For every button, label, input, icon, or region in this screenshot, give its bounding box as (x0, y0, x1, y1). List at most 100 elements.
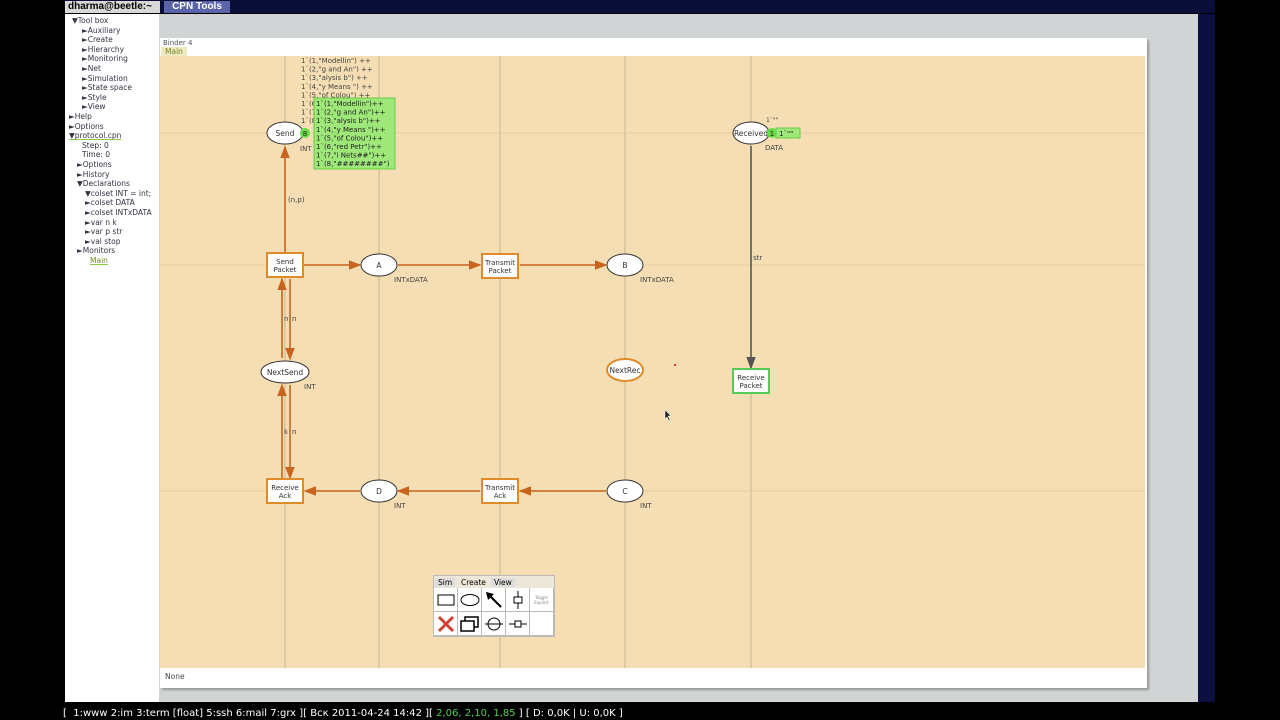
sidebar-item[interactable]: ►Options (77, 160, 112, 169)
status-network: ] [ D: 0,0K | U: 0,0K ] (515, 708, 623, 719)
marking-line: 1`(6,"red Petr")++ (316, 143, 382, 151)
arc-inscription: n (292, 428, 296, 436)
sidebar-item: Step: 0 (82, 140, 109, 150)
sidebar-item[interactable]: ▼Declarations (77, 179, 130, 189)
transition-transmitpacket[interactable] (481, 253, 519, 279)
terminal-tab[interactable]: dharma@beetle:~ (65, 1, 160, 13)
place-c-label: C (622, 487, 627, 496)
sidebar-item[interactable]: ▼colset INT = int; (85, 188, 152, 198)
sidebar-item[interactable]: ►Simulation (82, 73, 128, 83)
place-b-label: B (622, 261, 627, 270)
sidebar-item[interactable]: ►Create (82, 35, 113, 45)
sidebar-item[interactable]: ►Auxiliary (82, 25, 121, 35)
marking-line: 1`(8,"########") (316, 160, 390, 168)
marking-box[interactable] (313, 97, 396, 170)
window-border (1198, 14, 1215, 702)
initial-marking-line: 1`(4,"y Means ") ++ (301, 83, 373, 91)
cursor-dot (674, 364, 676, 366)
transition-receivepacket[interactable] (732, 368, 770, 394)
clone-tool-icon[interactable] (458, 612, 482, 636)
mouse-pointer-icon (664, 409, 672, 422)
initial-marking-line: 1`(3,"alysis b") ++ (301, 74, 368, 82)
tab-main[interactable]: Main (161, 47, 187, 56)
sidebar-item[interactable]: ►State space (82, 83, 133, 93)
place-nextsend-type: INT (304, 383, 316, 391)
initial-marking-line: 1`(6, (301, 100, 318, 108)
place-a[interactable] (360, 253, 398, 277)
initial-marking-line: 1`(8, (301, 117, 318, 125)
sidebar-item[interactable]: ►Monitoring (82, 54, 128, 64)
sidebar-item[interactable]: ►View (82, 102, 106, 112)
place-nextsend[interactable] (260, 360, 310, 384)
place-c[interactable] (606, 479, 644, 503)
place-d-type: INT (394, 502, 406, 510)
place-nextrec-label: NextRec (609, 366, 640, 375)
sidebar-item: Time: 0 (82, 150, 111, 160)
transition-receiveack-label: Receive (271, 484, 298, 492)
palette-tab-create[interactable]: Create (458, 578, 489, 587)
sidebar-item[interactable]: Main (90, 256, 108, 265)
transition-transmitpacket-label: Transmit (484, 259, 515, 267)
sidebar-item[interactable]: ►colset INTxDATA (85, 208, 152, 217)
place-send-label: Send (276, 129, 295, 138)
sidebar-item[interactable]: ►History (77, 169, 110, 179)
tool-palette[interactable]: Sim Create View Toggle Explicit (433, 575, 555, 637)
place-b[interactable] (606, 253, 644, 277)
status-message: None (165, 672, 185, 681)
initial-marking-line: 1`(7, (301, 109, 318, 117)
delete-tool-icon[interactable] (434, 612, 458, 636)
sidebar-item[interactable]: ►Hierarchy (82, 44, 125, 54)
transition-transmitack[interactable] (481, 478, 519, 504)
transition-sendpacket-label: Send (276, 258, 294, 266)
top-bar (65, 0, 1215, 13)
palette-tab-sim[interactable]: Sim (435, 578, 456, 587)
sidebar-item[interactable]: ▼Tool box (72, 16, 109, 25)
sidebar-item[interactable]: ►Options (69, 121, 104, 131)
index-sidebar: ▼Tool box►Auxiliary►Create►Hierarchy►Mon… (65, 14, 159, 702)
sidebar-item[interactable]: ►var p str (85, 227, 123, 237)
transition-transmitpacket-label: Packet (489, 267, 512, 275)
received-token-count: 1 (770, 130, 774, 138)
arc-inscription: k (284, 428, 289, 436)
received-token-badge[interactable] (767, 128, 777, 138)
marking-line: 1`(4,"y Means ")++ (316, 126, 386, 134)
transition-receiveack[interactable] (266, 478, 304, 504)
horizontal-guideline-icon[interactable] (506, 612, 530, 636)
place-a-type: INTxDATA (394, 276, 428, 284)
place-c-type: INT (640, 502, 652, 510)
sidebar-item[interactable]: ►Help (69, 112, 92, 121)
place-nextrec[interactable] (606, 358, 644, 382)
horizontal-align-icon[interactable] (482, 612, 506, 636)
token-count-badge[interactable] (300, 128, 310, 138)
arc-tool-icon[interactable] (482, 588, 506, 612)
sidebar-item[interactable]: ►val stop (85, 236, 121, 246)
place-d-label: D (376, 487, 382, 496)
sidebar-item[interactable]: ►colset DATA (85, 198, 135, 208)
transition-receivepacket-label: Packet (740, 382, 763, 390)
vertical-guideline-icon[interactable] (506, 588, 530, 612)
transition-transmitack-label: Ack (494, 492, 508, 500)
sidebar-item[interactable]: ►var n k (85, 217, 117, 227)
place-b-type: INTxDATA (640, 276, 674, 284)
sidebar-item[interactable]: ►Monitors (77, 246, 116, 256)
arc-inscription: n (284, 315, 288, 323)
place-tool-icon[interactable] (458, 588, 482, 612)
cpn-tools-tab[interactable]: CPN Tools (164, 1, 230, 13)
initial-marking-line: 1`(5,"of Colou") ++ (301, 91, 370, 99)
toggle-explicit-button[interactable]: Toggle Explicit (530, 588, 554, 612)
sidebar-item[interactable]: ▼protocol.cpn (69, 131, 122, 141)
sidebar-item[interactable]: ►Style (82, 92, 107, 102)
transition-tool-icon[interactable] (434, 588, 458, 612)
sidebar-item[interactable]: ►Net (82, 64, 101, 73)
marking-line: 1`(2,"g and An")++ (316, 109, 386, 117)
place-d[interactable] (360, 479, 398, 503)
initial-marking-line: 1`(1,"Modellin") ++ (301, 57, 371, 65)
binder-title: Binder 4 (163, 39, 193, 47)
palette-tab-view[interactable]: View (491, 578, 515, 587)
place-a-label: A (376, 261, 382, 270)
arc-inscription: n (292, 315, 296, 323)
transition-sendpacket[interactable] (266, 252, 304, 278)
marking-line: 1`(5,"of Colou")++ (316, 134, 383, 142)
